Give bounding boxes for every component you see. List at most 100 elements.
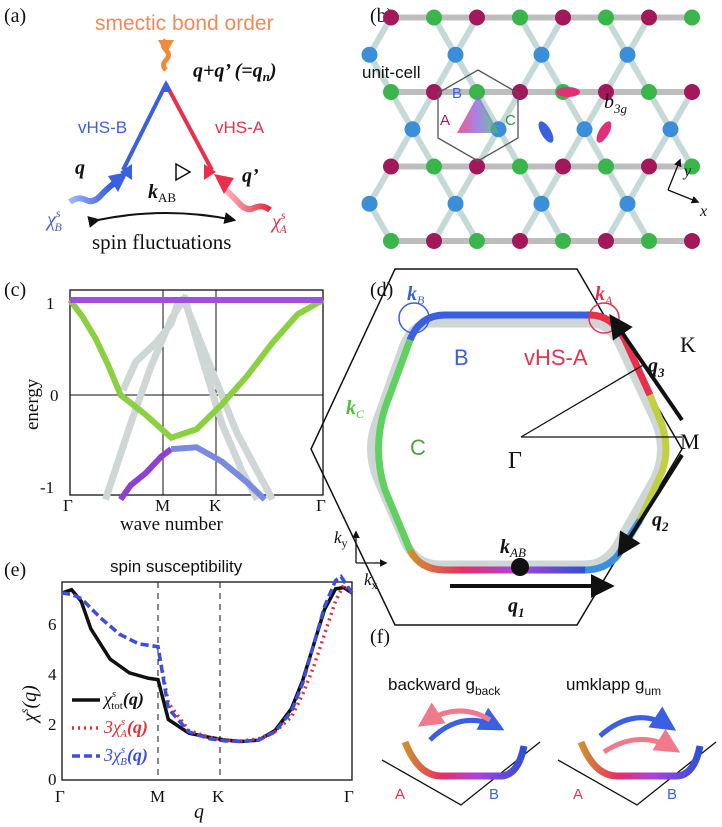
smectic-title: smectic bond order — [95, 12, 274, 35]
lattice-site-a — [684, 84, 700, 100]
region-c-label: C — [410, 435, 426, 460]
lattice-site-c — [684, 9, 700, 26]
lattice-site-c — [426, 9, 442, 26]
panel-e: (e) spin susceptibility 0 2 4 6 Γ M K Γ … — [4, 557, 354, 823]
lattice-site-c — [469, 84, 485, 100]
axis-y-label: y — [682, 163, 692, 180]
panel-c-label: (c) — [4, 279, 26, 301]
q1-label: q1 — [508, 595, 525, 620]
fluctuation-arrow — [87, 212, 237, 228]
vhs-a-fs-label: vHS-A — [524, 345, 588, 370]
lattice-site-a — [641, 158, 657, 175]
lattice-site-b — [361, 46, 378, 63]
umklapp-arrow-lower — [602, 728, 681, 755]
lattice-site-a — [426, 232, 442, 249]
lattice-site-c — [512, 158, 528, 175]
kab-arrow — [175, 162, 192, 182]
lattice-site-a — [383, 9, 399, 26]
kab-label: kAB — [148, 181, 176, 205]
vhs-a-label: vHS-A — [215, 118, 265, 137]
region-b-label: B — [454, 345, 469, 370]
umklapp-band — [577, 740, 704, 780]
m-point-label: M — [680, 429, 700, 454]
panel-f: (f) backward gback umklapp gum A B A B — [370, 626, 717, 806]
umklapp-site-a: A — [573, 786, 583, 803]
ytick-0: 0 — [50, 386, 59, 405]
lattice-site-c — [469, 232, 485, 249]
q3-label: q3 — [648, 355, 665, 380]
chi-axis-label: χs(q) — [17, 685, 41, 724]
k-point-label: K — [680, 332, 696, 357]
backward-arrow-right — [428, 707, 505, 742]
umklapp-bz-corner — [557, 741, 717, 806]
lattice-site-c — [598, 158, 614, 175]
lattice-site-b — [447, 46, 464, 63]
orbital-lobe-1 — [556, 87, 580, 97]
kab-d-label: kAB — [500, 536, 526, 560]
band-gray — [180, 298, 276, 502]
band-series-3 — [170, 444, 267, 502]
umklapp-site-b: B — [667, 786, 677, 803]
lattice-site-a — [598, 84, 614, 100]
chi-xtick-m: M — [150, 787, 165, 806]
lattice-site-a — [383, 158, 399, 175]
gamma-label: Γ — [508, 448, 522, 474]
panel-d: (d) kB kA kC B C vHS-A K M Γ kAB q1 q2 q… — [310, 268, 700, 626]
lattice-site-c — [598, 9, 614, 26]
blue-wiggle — [68, 179, 118, 205]
gamma-k-line — [520, 363, 646, 438]
unit-cell-triangle — [457, 95, 499, 133]
lattice-site-b — [404, 121, 421, 138]
lattice-site-b — [576, 121, 593, 138]
vhs-b-label: vHS-B — [78, 118, 127, 137]
orbital-label: b3g — [604, 91, 628, 116]
red-cone — [214, 174, 234, 194]
right-vertex-marker — [204, 164, 216, 180]
q3-arrow — [609, 314, 684, 422]
lattice-site-b — [619, 195, 636, 212]
unit-cell-hexagon — [437, 69, 519, 162]
kb-circle — [398, 302, 430, 334]
axis-x-arrow — [667, 189, 700, 204]
lattice-site-c — [383, 232, 399, 249]
chi-xtick-gamma-2: Γ — [344, 787, 354, 806]
fs-top-blue — [406, 311, 590, 342]
kc-label: kC — [346, 397, 365, 421]
kb-label: kB — [407, 283, 425, 307]
ytick-1: 1 — [46, 294, 55, 313]
ka-label: kA — [595, 283, 613, 307]
chi-xtick-k: K — [212, 787, 225, 806]
chi-ytick-6: 6 — [48, 615, 57, 634]
lattice-site-c — [426, 158, 442, 175]
backward-site-a: A — [395, 786, 405, 803]
orbital-lobe-2 — [538, 121, 554, 143]
lattice-site-b — [361, 195, 378, 212]
axis-y-arrow — [667, 158, 682, 191]
brillouin-zone — [310, 268, 683, 626]
blue-cone — [108, 172, 128, 192]
axis-x-label: x — [699, 203, 707, 220]
lattice-site-c — [641, 84, 657, 100]
red-wiggle — [223, 187, 272, 213]
site-b-label: B — [452, 85, 462, 102]
susceptibility-title: spin susceptibility — [110, 557, 243, 576]
ky-label: ky — [334, 528, 348, 550]
triangle-left-edge — [121, 83, 168, 171]
panel-a-label: (a) — [4, 5, 26, 27]
ytick-neg1: -1 — [40, 478, 54, 497]
xtick-gamma-2: Γ — [316, 496, 326, 515]
qprime-label: q’ — [242, 165, 259, 187]
wave-number-label: wave number — [120, 514, 224, 535]
backward-band — [401, 740, 528, 780]
fs-right-yellow — [636, 393, 670, 522]
apex-marker — [160, 80, 172, 92]
lattice-site-a — [469, 9, 485, 26]
energy-label: energy — [22, 378, 43, 430]
band-curves — [67, 293, 325, 502]
lattice-site-a — [684, 232, 700, 249]
umklapp-arrow-upper — [598, 706, 677, 738]
